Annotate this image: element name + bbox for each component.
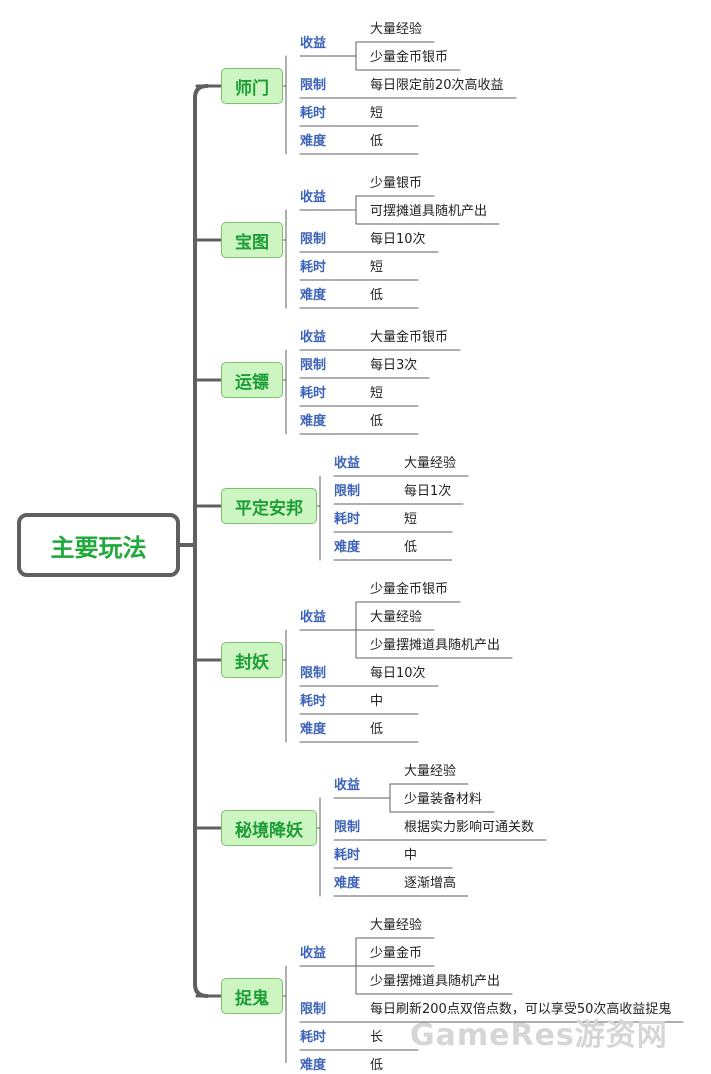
- attribute-value: 低: [404, 540, 418, 555]
- attribute-label: 收益: [334, 778, 361, 793]
- attribute-value: 逐渐增高: [404, 876, 457, 891]
- attribute-value: 每日1次: [404, 484, 452, 499]
- attribute-label: 限制: [300, 666, 327, 681]
- attribute-label: 耗时: [300, 1030, 327, 1045]
- attribute-label: 收益: [334, 456, 361, 471]
- attribute-label: 收益: [300, 190, 327, 205]
- attribute-value: 低: [370, 414, 384, 429]
- trunk-line: [193, 84, 209, 998]
- attribute-value: 低: [370, 722, 384, 737]
- attribute-label: 耗时: [334, 848, 361, 863]
- attribute-label: 难度: [300, 722, 327, 737]
- branch-node[interactable]: 秘境降妖: [221, 810, 317, 846]
- branch-node[interactable]: 宝图: [221, 222, 283, 258]
- attribute-value: 大量经验: [370, 610, 423, 625]
- attribute-value: 低: [370, 1058, 384, 1073]
- attribute-label: 耗时: [300, 694, 327, 709]
- attribute-value: 短: [404, 512, 418, 527]
- attribute-value: 少量金币银币: [370, 50, 449, 65]
- attribute-label: 难度: [300, 134, 327, 149]
- attribute-label: 耗时: [300, 260, 327, 275]
- attribute-value: 每日10次: [370, 666, 426, 681]
- root-node[interactable]: 主要玩法: [17, 513, 180, 577]
- branch-node[interactable]: 封妖: [221, 642, 283, 678]
- attribute-label: 难度: [334, 876, 361, 891]
- attribute-label: 耗时: [300, 106, 327, 121]
- attribute-value: 大量经验: [370, 918, 423, 933]
- attribute-value: 中: [370, 694, 384, 709]
- attribute-value: 低: [370, 288, 384, 303]
- attribute-value: 少量金币: [370, 946, 423, 961]
- attribute-label: 耗时: [334, 512, 361, 527]
- attribute-label: 限制: [334, 484, 361, 499]
- attribute-label: 收益: [300, 36, 327, 51]
- attribute-label: 限制: [300, 232, 327, 247]
- attribute-value: 短: [370, 260, 384, 275]
- attribute-label: 难度: [300, 288, 327, 303]
- attribute-value: 根据实力影响可通关数: [404, 820, 535, 835]
- attribute-label: 收益: [300, 610, 327, 625]
- attribute-value: 大量经验: [404, 456, 457, 471]
- attribute-value: 大量经验: [370, 22, 423, 37]
- attribute-label: 限制: [300, 1002, 327, 1017]
- attribute-label: 难度: [300, 1058, 327, 1073]
- branch-node[interactable]: 师门: [221, 68, 283, 104]
- attribute-label: 难度: [334, 540, 361, 555]
- branch-node[interactable]: 运镖: [221, 362, 283, 398]
- watermark: GameRes游资网: [410, 1018, 668, 1053]
- attribute-value: 中: [404, 848, 418, 863]
- attribute-value: 短: [370, 106, 384, 121]
- attribute-label: 难度: [300, 414, 327, 429]
- attribute-label: 限制: [300, 358, 327, 373]
- attribute-value: 低: [370, 134, 384, 149]
- attribute-label: 限制: [300, 78, 327, 93]
- attribute-value: 少量装备材料: [404, 792, 483, 807]
- attribute-value: 大量金币银币: [370, 330, 449, 345]
- attribute-label: 耗时: [300, 386, 327, 401]
- attribute-value: 少量摆摊道具随机产出: [370, 638, 501, 653]
- attribute-value: 每日刷新200点双倍点数，可以享受50次高收益捉鬼: [370, 1002, 672, 1017]
- attribute-label: 收益: [300, 330, 327, 345]
- attribute-label: 收益: [300, 946, 327, 961]
- attribute-value: 少量银币: [370, 176, 423, 191]
- attribute-value: 每日3次: [370, 358, 418, 373]
- attribute-value: 少量摆摊道具随机产出: [370, 974, 501, 989]
- branch-node[interactable]: 平定安邦: [221, 488, 317, 524]
- attribute-value: 每日10次: [370, 232, 426, 247]
- attribute-value: 少量金币银币: [370, 582, 449, 597]
- attribute-value: 大量经验: [404, 764, 457, 779]
- attribute-value: 短: [370, 386, 384, 401]
- attribute-value: 每日限定前20次高收益: [370, 78, 504, 93]
- attribute-label: 限制: [334, 820, 361, 835]
- branch-node[interactable]: 捉鬼: [221, 978, 283, 1014]
- attribute-value: 可摆摊道具随机产出: [370, 204, 488, 219]
- attribute-value: 长: [370, 1030, 384, 1045]
